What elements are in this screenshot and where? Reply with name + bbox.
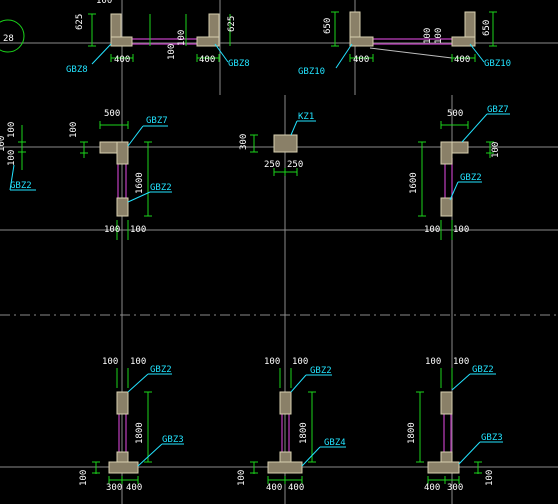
wall-label: GBZ4 xyxy=(324,438,346,448)
wall-group-row2-col3: 500 100 1600 100 100 GBZ7 GBZ2 xyxy=(409,105,510,240)
dim-text: 100 xyxy=(434,28,444,44)
dim-text: 100 xyxy=(425,357,441,367)
dim-text: 300 xyxy=(106,483,122,493)
dim-text: 400 xyxy=(424,483,440,493)
column-group-kz1: 300 250 250 KZ1 xyxy=(239,112,316,176)
dim-text: 100 xyxy=(0,136,7,152)
dim-text: 100 xyxy=(424,225,440,235)
dim-text: 400 xyxy=(126,483,142,493)
dim-text: 100 xyxy=(7,150,17,166)
wall-group-row3-col1: 100 100 1800 100 300 400 GBZ2 GBZ3 xyxy=(79,357,184,493)
wall-label: GBZ2 xyxy=(150,183,172,193)
wall-group-top-left: 625 400 100 100 625 400 100 GBZ8 GBZ8 xyxy=(66,0,250,75)
wall-label: GBZ3 xyxy=(481,433,503,443)
dim-text: 500 xyxy=(104,109,120,119)
dim-text: 1800 xyxy=(407,422,417,444)
axis-number: 28 xyxy=(3,34,14,44)
dim-text: 100 xyxy=(423,28,433,44)
wall-group-left-edge: 100 100 100 GBZ2 xyxy=(0,122,36,191)
axis-bubble: 28 xyxy=(0,19,25,53)
dim-text: 625 xyxy=(75,14,85,30)
dim-text: 1600 xyxy=(135,172,145,194)
dim-text: 100 xyxy=(292,357,308,367)
dim-text: 100 xyxy=(7,122,17,138)
dim-text: 100 xyxy=(237,470,247,486)
dim-text: 100 xyxy=(453,357,469,367)
dim-text: 400 xyxy=(114,55,130,65)
dim-text: 400 xyxy=(353,55,369,65)
dim-text: 250 xyxy=(287,160,303,170)
dim-text: 100 xyxy=(79,470,89,486)
dim-text: 300 xyxy=(239,134,249,150)
dim-text: 250 xyxy=(264,160,280,170)
dim-text: 400 xyxy=(266,483,282,493)
wall-label: GBZ2 xyxy=(10,181,32,191)
wall-label: GBZ7 xyxy=(487,105,509,115)
wall-label: GBZ2 xyxy=(472,365,494,375)
dim-text: 1800 xyxy=(135,422,145,444)
dim-text: 100 xyxy=(453,225,469,235)
wall-group-row3-col2: 100 100 1800 100 400 400 GBZ2 GBZ4 xyxy=(237,357,346,493)
dim-text: 100 xyxy=(177,30,187,46)
dim-text: 650 xyxy=(482,20,492,36)
dim-text: 650 xyxy=(323,18,333,34)
dim-text: 100 xyxy=(130,225,146,235)
wall-label: GBZ8 xyxy=(66,65,88,75)
wall-label: GBZ2 xyxy=(150,365,172,375)
wall-group-top-right: 650 400 100 650 100 400 GBZ10 GBZ10 xyxy=(298,11,511,77)
dim-text: 100 xyxy=(102,357,118,367)
dim-text: 400 xyxy=(199,55,215,65)
dim-text: 100 xyxy=(485,470,495,486)
dim-text: 625 xyxy=(227,16,237,32)
wall-label: GBZ8 xyxy=(228,59,250,69)
wall-label: GBZ10 xyxy=(484,59,511,69)
wall-group-row3-col3: 100 100 1800 100 400 300 GBZ2 GBZ3 xyxy=(407,357,503,493)
dim-text: 100 xyxy=(491,142,501,158)
dim-text: 100 xyxy=(96,0,112,6)
dim-text: 100 xyxy=(167,44,177,60)
dim-text: 300 xyxy=(447,483,463,493)
dim-text: 1800 xyxy=(299,422,309,444)
wall-label: GBZ7 xyxy=(146,116,168,126)
dim-text: 400 xyxy=(454,55,470,65)
dim-text: 1600 xyxy=(409,172,419,194)
wall-group-row2-col1: 500 100 1600 100 100 GBZ7 GBZ2 xyxy=(69,109,172,240)
dim-text: 400 xyxy=(288,483,304,493)
dim-text: 100 xyxy=(69,122,79,138)
dim-text: 500 xyxy=(447,109,463,119)
dim-text: 100 xyxy=(264,357,280,367)
wall-label: GBZ10 xyxy=(298,67,325,77)
wall-label: GBZ2 xyxy=(460,173,482,183)
wall-label: GBZ2 xyxy=(310,366,332,376)
dim-text: 100 xyxy=(104,225,120,235)
dim-text: 100 xyxy=(130,357,146,367)
wall-label: GBZ3 xyxy=(162,435,184,445)
column-label: KZ1 xyxy=(298,112,314,122)
